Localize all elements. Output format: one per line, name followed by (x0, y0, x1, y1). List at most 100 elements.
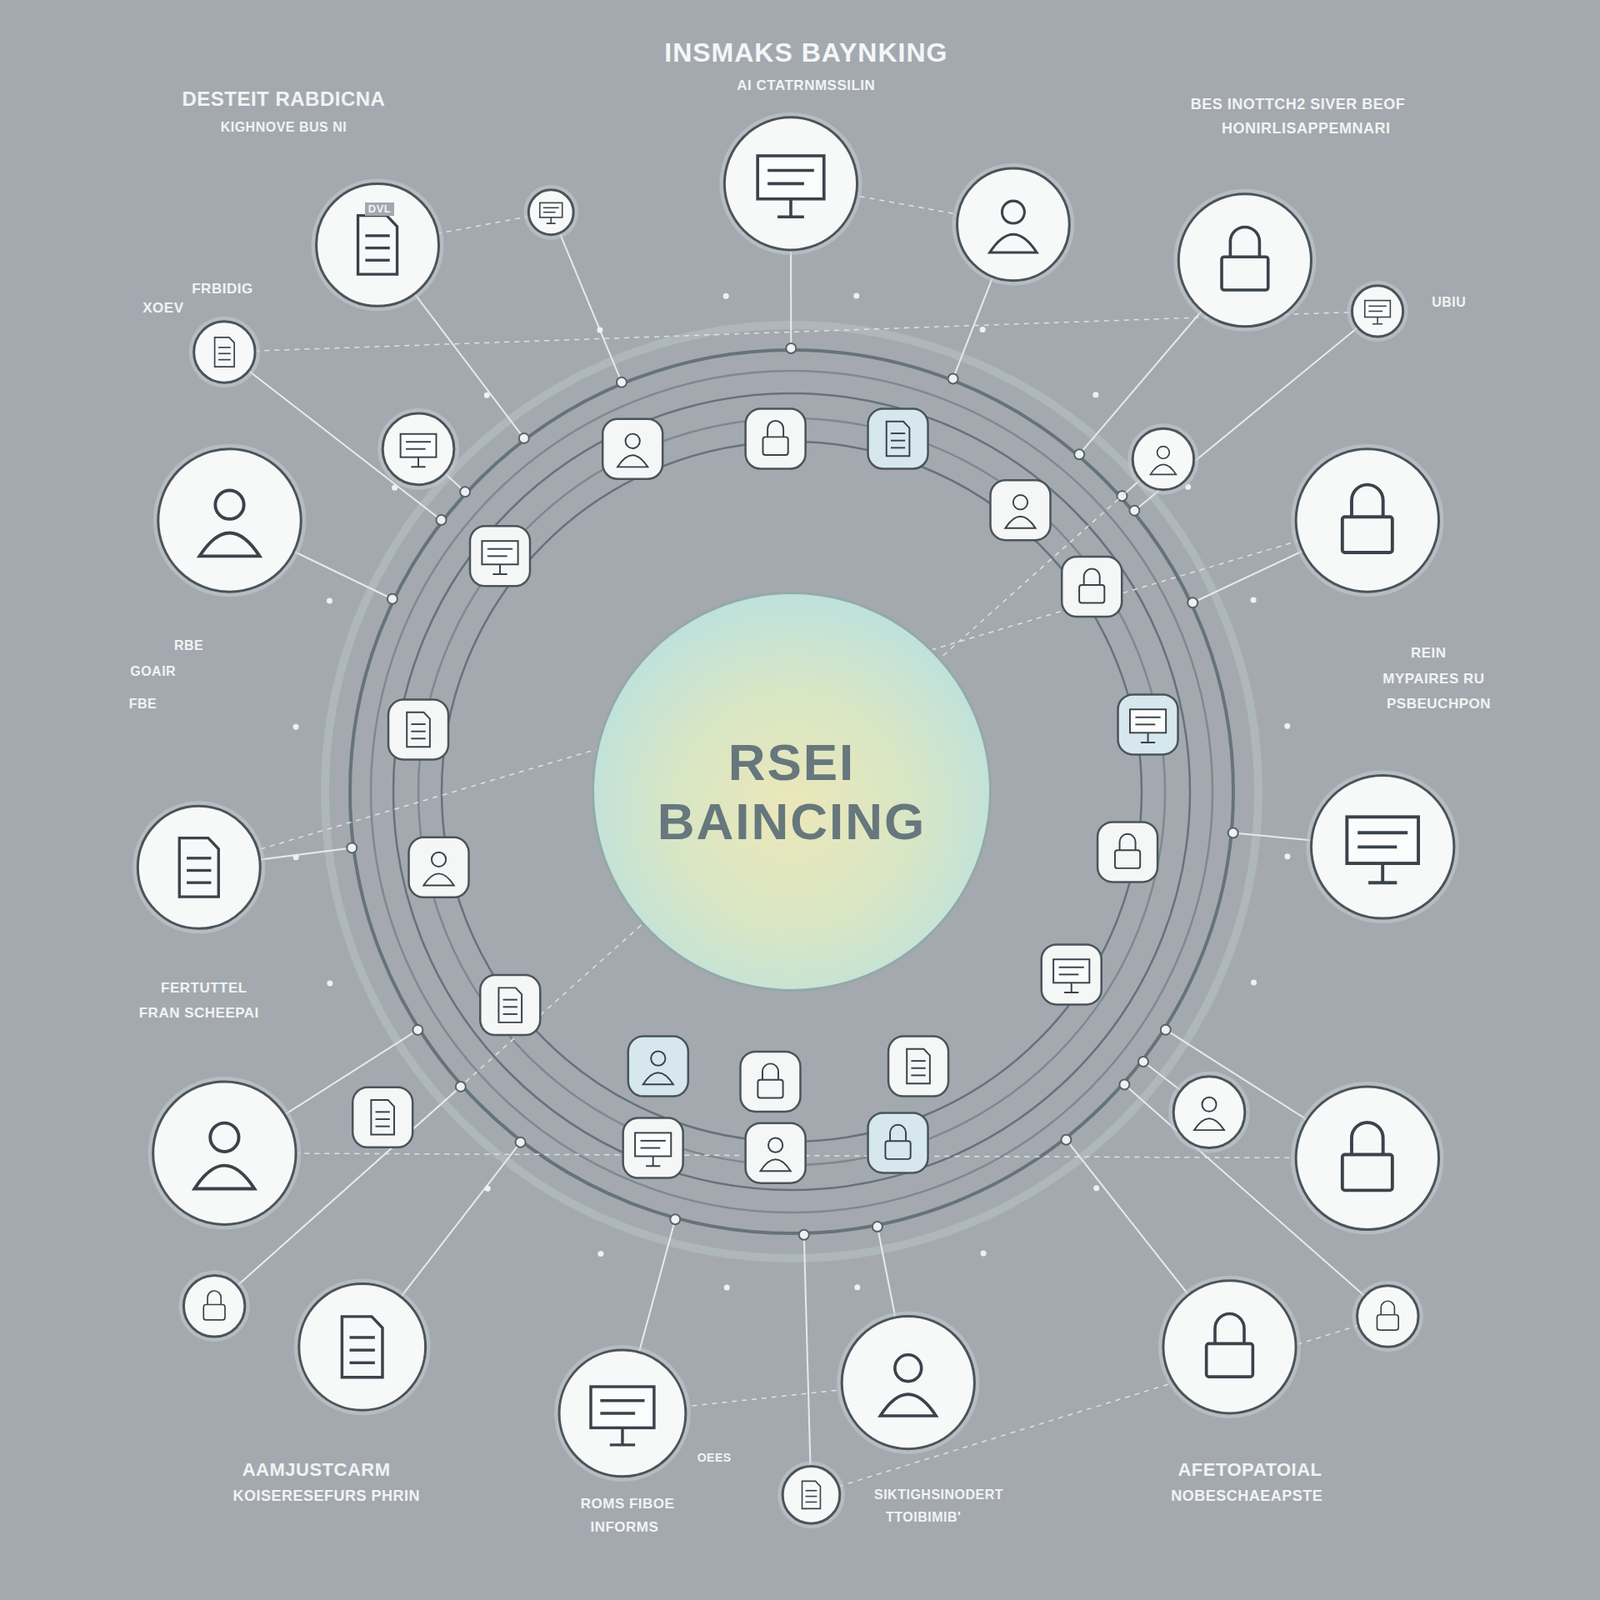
ring-glow (325, 325, 1259, 1259)
person-head (1001, 200, 1025, 224)
monitor (635, 1132, 671, 1156)
icon-halo (132, 800, 265, 934)
callout-label: GOAIR (126, 663, 180, 680)
monitor-line (1357, 845, 1397, 849)
ring-dot (1160, 1025, 1171, 1035)
lock-shackle (1351, 1122, 1384, 1155)
link-line (810, 1316, 1388, 1495)
document-line (218, 352, 231, 355)
icon-glyph (617, 434, 648, 468)
link-line (214, 459, 1164, 1306)
document (906, 1049, 930, 1084)
icon-halo (1305, 770, 1459, 924)
monitor (1346, 816, 1419, 864)
monitor-stand (1064, 982, 1079, 993)
icon-circle (1310, 775, 1454, 919)
icon-glyph (215, 337, 235, 367)
icon-circle (1351, 285, 1403, 337)
monitor-stand (645, 1155, 660, 1166)
person-head (625, 434, 640, 449)
person-head (431, 852, 446, 867)
ring-dot (460, 486, 470, 497)
dot (853, 293, 860, 300)
dot (1093, 1185, 1100, 1191)
icon-glyph (481, 540, 518, 575)
ring-dot (412, 1025, 423, 1035)
ring-dot (346, 842, 357, 853)
callout-label: REIN (1407, 644, 1450, 663)
lock-body (762, 436, 788, 455)
callout-label: DESTEIT RABDICNA (178, 86, 389, 112)
callout-label: TTOIBIMIB' (882, 1509, 965, 1526)
document (215, 337, 235, 367)
icon-glyph (757, 155, 825, 217)
icon-halo (554, 1345, 691, 1482)
ring-dot (519, 433, 530, 444)
document-line (375, 1118, 390, 1120)
orbit-ring (418, 418, 1165, 1165)
lock-shackle (207, 1290, 221, 1305)
document-line (503, 1013, 518, 1015)
callout-label: SIKTIGHSINODERT (870, 1486, 1007, 1504)
person-body (643, 1072, 674, 1085)
dot (723, 293, 730, 300)
icon-halo (1290, 1081, 1444, 1235)
person-body (194, 1165, 255, 1190)
icon-halo (952, 163, 1075, 286)
icon-halo (377, 408, 460, 490)
document-line (805, 1501, 818, 1504)
icon-glyph (1346, 816, 1419, 883)
callout-label: AFETOPATOIAL (1174, 1458, 1325, 1481)
monitor-line (1059, 966, 1085, 969)
orbit-ring (350, 350, 1234, 1234)
ring-dot (616, 377, 627, 388)
center-title: RSEI BAINCING (633, 732, 950, 852)
document-line (365, 234, 390, 237)
callout-label: MYPAIRES RU (1379, 670, 1488, 689)
ring-dot (799, 1230, 810, 1240)
icon-tile (409, 837, 470, 898)
icon-circle (1295, 1086, 1439, 1230)
icon-halo (178, 1270, 250, 1342)
person-head (1013, 495, 1028, 510)
icon-glyph (179, 838, 219, 898)
ring-dot (1119, 1079, 1130, 1090)
lock-shackle (767, 420, 784, 437)
callout-label: AI CTATRNMSSILIN (733, 76, 879, 95)
icon-glyph (498, 987, 522, 1022)
lock-shackle (1215, 1314, 1245, 1345)
icon-tile (623, 1118, 684, 1179)
icon-glyph (1206, 1314, 1254, 1378)
callout-label: DVL (365, 202, 395, 217)
monitor-stand (777, 199, 805, 217)
monitor-line (767, 182, 805, 186)
icon-glyph (358, 215, 398, 275)
ring-dot (436, 515, 447, 525)
document-line (910, 1074, 925, 1076)
document-line (375, 1125, 390, 1128)
orbit-ring (441, 441, 1142, 1142)
monitor-stand (410, 457, 425, 468)
icon-glyph (1150, 446, 1176, 475)
callout-label: FBE (125, 695, 161, 713)
document-line (186, 856, 211, 860)
person-body (200, 532, 260, 556)
callout-label: AAMJUSTCARM (239, 1458, 395, 1481)
icon-halo (1173, 189, 1316, 332)
document (358, 215, 398, 275)
ring-dot (1228, 828, 1239, 839)
monitor (400, 434, 437, 458)
monitor (590, 1386, 655, 1428)
icon-circle (194, 321, 255, 383)
icon-circle (724, 117, 857, 250)
icon-tile (1097, 821, 1158, 882)
icon-halo (189, 316, 260, 388)
icon-circle (841, 1316, 975, 1450)
person-body (880, 1394, 936, 1416)
callout-label: INFORMS (586, 1518, 662, 1537)
icon-circle (1173, 1076, 1245, 1149)
monitor-stand (1140, 732, 1155, 743)
icon-circle (1132, 428, 1194, 490)
icon-circle (382, 413, 455, 485)
icon-tile (888, 1036, 949, 1097)
